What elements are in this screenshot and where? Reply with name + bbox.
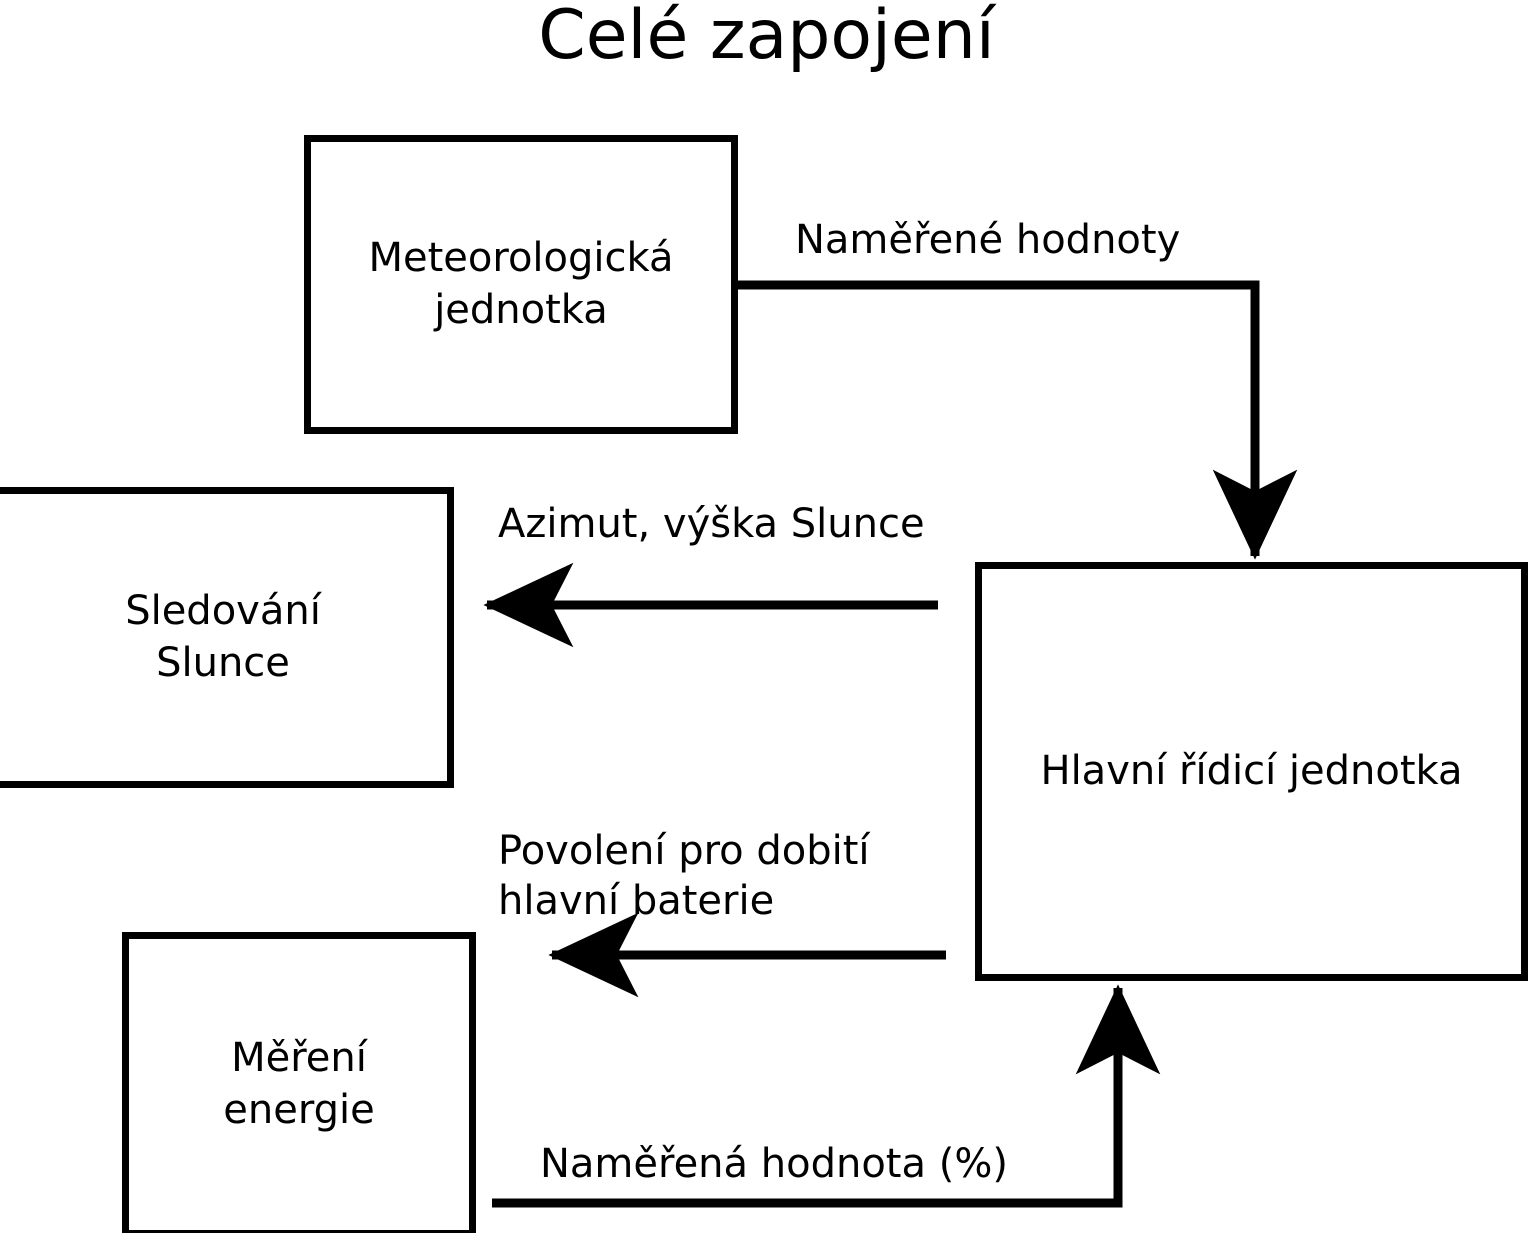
energy-measurement-node[interactable]: Měření energie: [122, 932, 476, 1233]
page-title: Celé zapojení: [538, 0, 995, 75]
sun-tracking-node[interactable]: Sledování Slunce: [0, 487, 454, 788]
meteorological-unit-node[interactable]: Meteorologická jednotka: [304, 135, 738, 434]
main-control-unit-node[interactable]: Hlavní řídicí jednotka: [975, 562, 1528, 981]
meteorological-unit-label: Meteorologická jednotka: [368, 235, 674, 333]
energy-measurement-label: Měření energie: [223, 1035, 375, 1133]
main-control-unit-label: Hlavní řídicí jednotka: [1040, 747, 1463, 794]
sun-tracking-label: Sledování Slunce: [125, 588, 321, 686]
edge-label-measured-percent: Naměřená hodnota (%): [540, 1141, 1008, 1187]
edge-label-permission: Povolení pro dobití hlavní baterie: [498, 828, 870, 924]
edge-label-measured-values: Naměřené hodnoty: [795, 217, 1181, 263]
edge-label-azimuth: Azimut, výška Slunce: [498, 501, 925, 547]
